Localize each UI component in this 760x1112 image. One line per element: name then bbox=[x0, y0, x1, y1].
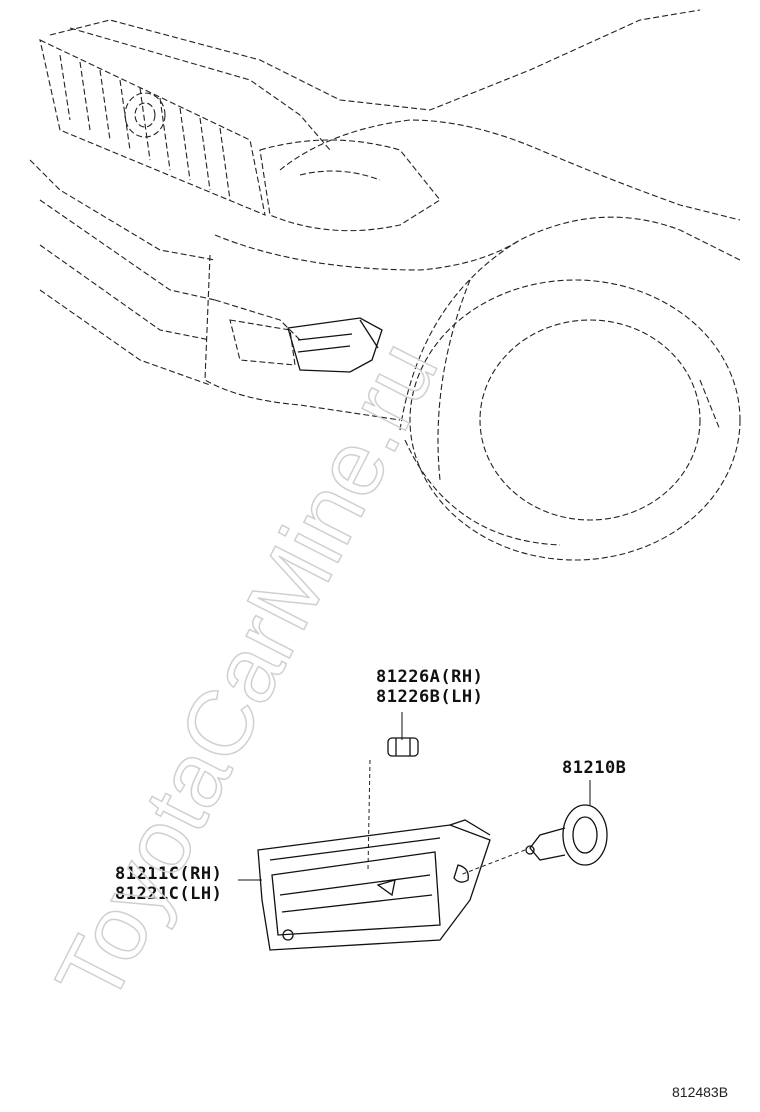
figure-number: 812483B bbox=[672, 1084, 729, 1100]
installed-fog-lamp bbox=[287, 317, 383, 373]
assembly-line-socket bbox=[367, 759, 371, 871]
vehicle-front-view bbox=[29, 9, 741, 561]
bulb-socket-label-lh: 81226B(LH) bbox=[376, 687, 484, 707]
fog-lamp-part bbox=[257, 819, 491, 951]
bulb-label: 81210B bbox=[562, 758, 627, 778]
assembly-line-bulb bbox=[459, 849, 526, 876]
bulb-socket-label-rh: 81226A(RH) bbox=[376, 667, 484, 687]
fog-lamp-label-lh: 81221C(LH) bbox=[115, 884, 223, 904]
bulb-part bbox=[525, 804, 608, 866]
bulb-socket-part bbox=[387, 737, 419, 757]
fog-lamp-label-rh: 81211C(RH) bbox=[115, 864, 223, 884]
